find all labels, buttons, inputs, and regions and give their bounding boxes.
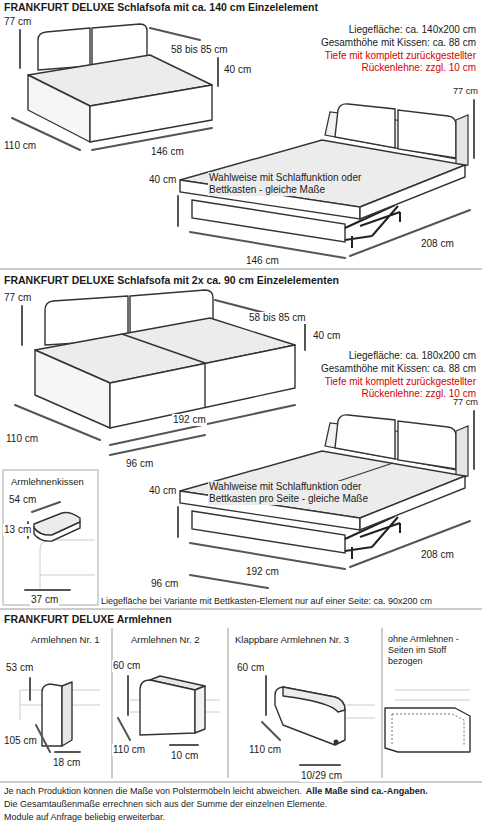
sofa-closed-140 xyxy=(28,24,212,142)
section-rules xyxy=(0,609,482,610)
dimension-label: 53 cm xyxy=(5,662,34,674)
armrest-cushion-panel xyxy=(3,470,98,605)
spec-text: Gesamthöhe mit Kissen: ca. 88 cm xyxy=(320,363,477,375)
sofa-closed-2x90 xyxy=(35,350,110,428)
dimension-label: 77 cm xyxy=(452,397,479,408)
dimension-label: 60 cm xyxy=(236,662,265,674)
section-rules xyxy=(382,628,383,778)
side-no-armrest xyxy=(385,708,470,752)
note-text: Alle Maße sind ca.-Angaben. xyxy=(305,786,429,797)
dimension-label: 110 cm xyxy=(3,140,37,152)
armrest-1 xyxy=(42,684,62,746)
dimension-label: 96 cm xyxy=(150,578,179,590)
side-no-armrest xyxy=(392,714,464,746)
side-no-armrest xyxy=(395,690,470,700)
sofa-closed-140 xyxy=(28,75,90,142)
section-rules xyxy=(228,628,229,778)
dimension-label: 40 cm xyxy=(148,485,177,497)
feature-text: Wahlweise mit Schlaffunktion oder Bettka… xyxy=(208,481,380,505)
warning-text: Tiefe mit komplett zurückgestellter Rück… xyxy=(297,50,477,74)
dimension-label: 77 cm xyxy=(3,16,32,28)
dimension-label: 18 cm xyxy=(52,757,81,769)
dimension-label: 40 cm xyxy=(223,64,252,76)
note-text: Je nach Produktion können die Maße von P… xyxy=(3,786,303,797)
note-text: Liegefläche bei Variante mit Bettkasten-… xyxy=(100,596,433,607)
section-heading: FRANKFURT DELUXE Armlehnen xyxy=(3,613,173,626)
section-rules xyxy=(0,782,482,783)
dimension-label: 208 cm xyxy=(420,238,455,250)
note-text: Module auf Anfrage beliebig erweiterbar. xyxy=(3,812,166,823)
dimension-label: 192 cm xyxy=(245,566,280,578)
armrest-3-foldable xyxy=(275,687,345,745)
dimension-label: 60 cm xyxy=(112,660,141,672)
armrest-3-foldable xyxy=(334,740,339,745)
panel-title: Armlehnen Nr. 2 xyxy=(130,634,201,645)
side-no-armrest xyxy=(385,690,470,752)
sofa-closed-2x90 xyxy=(122,334,205,407)
dimension-label: 192 cm xyxy=(172,414,207,426)
panel-title: Klappbare Armlehnen Nr. 3 xyxy=(234,634,350,645)
sofa-closed-140 xyxy=(38,28,90,70)
sofa-closed-140 xyxy=(90,85,212,142)
illustration xyxy=(178,411,474,569)
dimension-label: 77 cm xyxy=(452,86,479,97)
dimension-label: 77 cm xyxy=(3,292,32,304)
spec-text: Liegefläche: ca. 180x200 cm xyxy=(348,350,477,362)
section-heading: FRANKFURT DELUXE Schlafsofa mit 2x ca. 9… xyxy=(3,274,340,287)
dimension-label: 37 cm xyxy=(30,594,59,606)
armrest-1 xyxy=(62,682,72,746)
dimension-label: 10/29 cm xyxy=(300,770,343,782)
armrest-3-foldable xyxy=(283,687,345,712)
dimension-label: 54 cm xyxy=(8,494,37,506)
armrest-cushion-panel xyxy=(34,522,80,541)
section-rules xyxy=(0,269,482,270)
panel-title: Armlehnenkissen xyxy=(10,476,85,487)
dimension-label: 105 cm xyxy=(3,735,38,747)
spec-text: Gesamthöhe mit Kissen: ca. 88 cm xyxy=(320,37,477,49)
dimension-label: 110 cm xyxy=(112,744,146,756)
spec-text: Liegefläche: ca. 140x200 cm xyxy=(348,24,477,36)
armrest-2 xyxy=(118,676,198,745)
dimension-label: 146 cm xyxy=(150,146,185,158)
dimension-label: 96 cm xyxy=(125,458,154,470)
dimension-label: 146 cm xyxy=(245,255,280,267)
section-heading: FRANKFURT DELUXE Schlafsofa mit ca. 140 … xyxy=(3,1,319,14)
warning-text: Tiefe mit komplett zurückgestellter Rück… xyxy=(297,376,477,400)
armrest-cushion-panel xyxy=(3,470,98,605)
dimension-label: 13 cm xyxy=(3,524,32,536)
panel-title: ohne Armlehnen - Seiten im Stoff bezogen xyxy=(387,634,479,666)
armrest-cushion-panel xyxy=(40,540,95,590)
dimension-label: 10 cm xyxy=(170,750,199,762)
armrest-2 xyxy=(140,680,195,735)
sofa-closed-2x90 xyxy=(110,345,295,428)
dimension-label: 40 cm xyxy=(148,174,177,186)
armrest-2 xyxy=(118,676,220,745)
dimension-label: 110 cm xyxy=(248,744,282,756)
panel-title: Armlehnen Nr. 1 xyxy=(30,634,101,645)
illustration xyxy=(178,100,474,258)
dimension-label: 110 cm xyxy=(5,433,39,445)
dimension-label: 58 bis 85 cm xyxy=(170,44,229,56)
dimension-label: 58 bis 85 cm xyxy=(248,312,307,324)
note-text: Die Gesamtaußenmaße errechnen sich aus d… xyxy=(3,799,328,810)
armrest-cushion-panel xyxy=(25,502,70,590)
feature-text: Wahlweise mit Schlaffunktion oder Bettka… xyxy=(208,172,378,196)
armrest-2 xyxy=(195,686,205,733)
section-rules xyxy=(0,269,482,782)
dimension-label: 208 cm xyxy=(420,549,455,561)
dimension-label: 40 cm xyxy=(312,330,341,342)
